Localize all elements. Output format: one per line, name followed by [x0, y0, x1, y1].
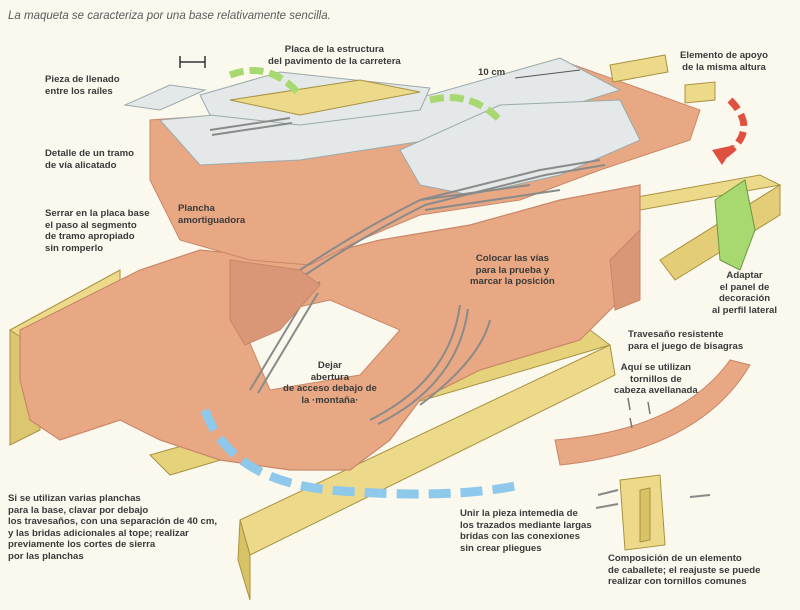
hill-cliffs: [229, 228, 641, 346]
label-strong-beam: Travesaño resistente para el juego de bi…: [628, 329, 744, 352]
blue-arrow: [200, 408, 521, 499]
green-arrow: [228, 67, 503, 123]
side-decoration-panel: [714, 179, 756, 271]
road-plate: [199, 71, 431, 126]
label-trestle-composition: Composición de un elemento de caballete;…: [608, 553, 761, 587]
label-multiple-boards: Si se utilizan varias planchas para la b…: [8, 493, 218, 562]
screws: [627, 397, 651, 429]
support-blocks: [609, 54, 716, 104]
label-support-element: Elemento de apoyo de la misma altura: [680, 50, 768, 73]
red-arrow: [712, 97, 748, 165]
label-rail-filler: Pieza de llenado entre los raíles: [45, 74, 120, 97]
label-saw-board: Serrar en la placa base el paso al segme…: [45, 208, 150, 254]
label-place-tracks: Colocar las vías para la prueba y marcar…: [470, 253, 555, 287]
label-cushion-plate: Plancha amortiguadora: [178, 203, 246, 226]
page-caption: La maqueta se caracteriza por una base r…: [8, 10, 331, 22]
label-adapt-panel: Adaptar el panel de decoración al perfil…: [712, 270, 778, 316]
label-road-plate: Placa de la estructura del pavimento de …: [268, 44, 401, 67]
label-10cm: 10 cm: [478, 67, 506, 78]
rail-gauge-icon: [179, 56, 206, 68]
label-access-opening: Dejar abertura de acceso debajo de la ·m…: [283, 360, 377, 406]
rail-tracks: [209, 117, 606, 425]
label-countersunk-screws: Aquí se utilizan tornillos de cabeza ave…: [614, 362, 698, 396]
rail-filler-piece: [123, 84, 207, 111]
base-board: [19, 184, 641, 471]
label-join-piece: Unir la pieza intemedia de los trazados …: [460, 508, 592, 554]
label-tiled-track: Detalle de un tramo de vía alicatado: [45, 148, 135, 171]
dimension-line: [514, 69, 581, 79]
trestle-element: [595, 474, 711, 551]
